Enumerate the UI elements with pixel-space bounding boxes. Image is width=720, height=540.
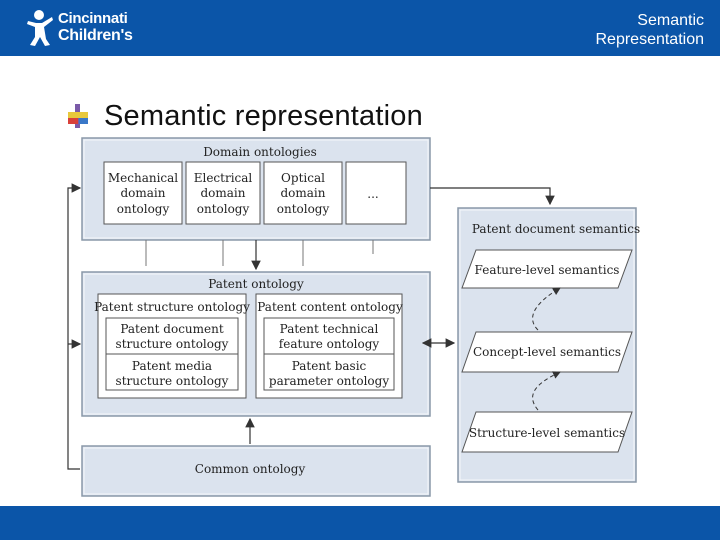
svg-text:ontology: ontology bbox=[277, 202, 330, 216]
svg-text:Patent content ontology: Patent content ontology bbox=[257, 300, 403, 314]
patent-ontology-title: Patent ontology bbox=[208, 277, 304, 291]
section-heading: Semantic representation bbox=[104, 100, 423, 132]
svg-text:...: ... bbox=[367, 187, 378, 201]
domain-ontologies-title: Domain ontologies bbox=[203, 145, 317, 159]
common-ontology-panel: Common ontology bbox=[81, 445, 431, 497]
svg-text:Feature-level semantics: Feature-level semantics bbox=[475, 263, 620, 277]
svg-text:Optical: Optical bbox=[281, 171, 325, 185]
cincinnati-childrens-logo: Cincinnati Children's bbox=[24, 9, 144, 49]
svg-text:Patent technical: Patent technical bbox=[280, 322, 379, 336]
svg-text:parameter ontology: parameter ontology bbox=[269, 374, 389, 388]
patent-structure-ontology-box: Patent structure ontology Patent documen… bbox=[94, 293, 250, 399]
footer-bar bbox=[0, 506, 720, 540]
svg-text:Patent media: Patent media bbox=[132, 359, 212, 373]
patent-content-ontology-box: Patent content ontology Patent technical… bbox=[255, 293, 403, 399]
svg-text:Concept-level semantics: Concept-level semantics bbox=[473, 345, 621, 359]
domain-ontologies-panel: Domain ontologies Mechanical domain onto… bbox=[81, 137, 431, 241]
header-bar: Cincinnati Children's Semantic Represent… bbox=[0, 0, 720, 56]
svg-text:Electrical: Electrical bbox=[194, 171, 253, 185]
logo-text-line1: Cincinnati bbox=[58, 10, 128, 27]
svg-text:Patent basic: Patent basic bbox=[292, 359, 367, 373]
patent-document-semantics-diagram: Patent document semantics Feature-level … bbox=[421, 187, 640, 483]
semantic-representation-diagram: Domain ontologies Mechanical domain onto… bbox=[67, 137, 431, 497]
feature-level-semantics-box: Feature-level semantics bbox=[461, 249, 633, 289]
structure-level-semantics-box: Structure-level semantics bbox=[461, 411, 633, 453]
svg-text:structure ontology: structure ontology bbox=[116, 337, 229, 351]
svg-text:structure ontology: structure ontology bbox=[116, 374, 229, 388]
slide-title-line2: Representation bbox=[595, 31, 704, 48]
mechanical-domain-ontology-box: Mechanical domain ontology bbox=[103, 161, 183, 225]
svg-text:ontology: ontology bbox=[117, 202, 170, 216]
slide-title-line1: Semantic bbox=[637, 12, 704, 29]
optical-domain-ontology-box: Optical domain ontology bbox=[263, 161, 343, 225]
common-ontology-label: Common ontology bbox=[195, 462, 306, 476]
svg-text:ontology: ontology bbox=[197, 202, 250, 216]
svg-text:feature ontology: feature ontology bbox=[279, 337, 380, 351]
concept-level-semantics-box: Concept-level semantics bbox=[461, 331, 633, 373]
more-domains-box: ... bbox=[345, 161, 407, 225]
svg-text:domain: domain bbox=[280, 186, 325, 200]
patent-document-semantics-panel: Patent document semantics Feature-level … bbox=[457, 207, 640, 483]
electrical-domain-ontology-box: Electrical domain ontology bbox=[185, 161, 261, 225]
slide-title: Semantic Representation bbox=[595, 11, 704, 49]
patent-document-semantics-title: Patent document semantics bbox=[472, 222, 640, 236]
svg-text:Patent document: Patent document bbox=[120, 322, 224, 336]
svg-text:domain: domain bbox=[200, 186, 245, 200]
svg-text:domain: domain bbox=[120, 186, 165, 200]
structure-to-concept-dashed-arrow bbox=[532, 371, 561, 411]
svg-text:Patent structure ontology: Patent structure ontology bbox=[94, 300, 250, 314]
common-to-domain-arrow bbox=[67, 183, 82, 470]
svg-text:Structure-level semantics: Structure-level semantics bbox=[469, 426, 625, 440]
concept-to-feature-dashed-arrow bbox=[532, 287, 561, 331]
child-figure-icon bbox=[27, 10, 53, 46]
patent-ontology-panel: Patent ontology Patent structure ontolog… bbox=[81, 271, 431, 417]
svg-text:Mechanical: Mechanical bbox=[108, 171, 178, 185]
logo-text-line2: Children's bbox=[58, 27, 133, 44]
bullet-icon bbox=[68, 104, 88, 128]
domain-to-semantics-arrow bbox=[430, 187, 555, 206]
